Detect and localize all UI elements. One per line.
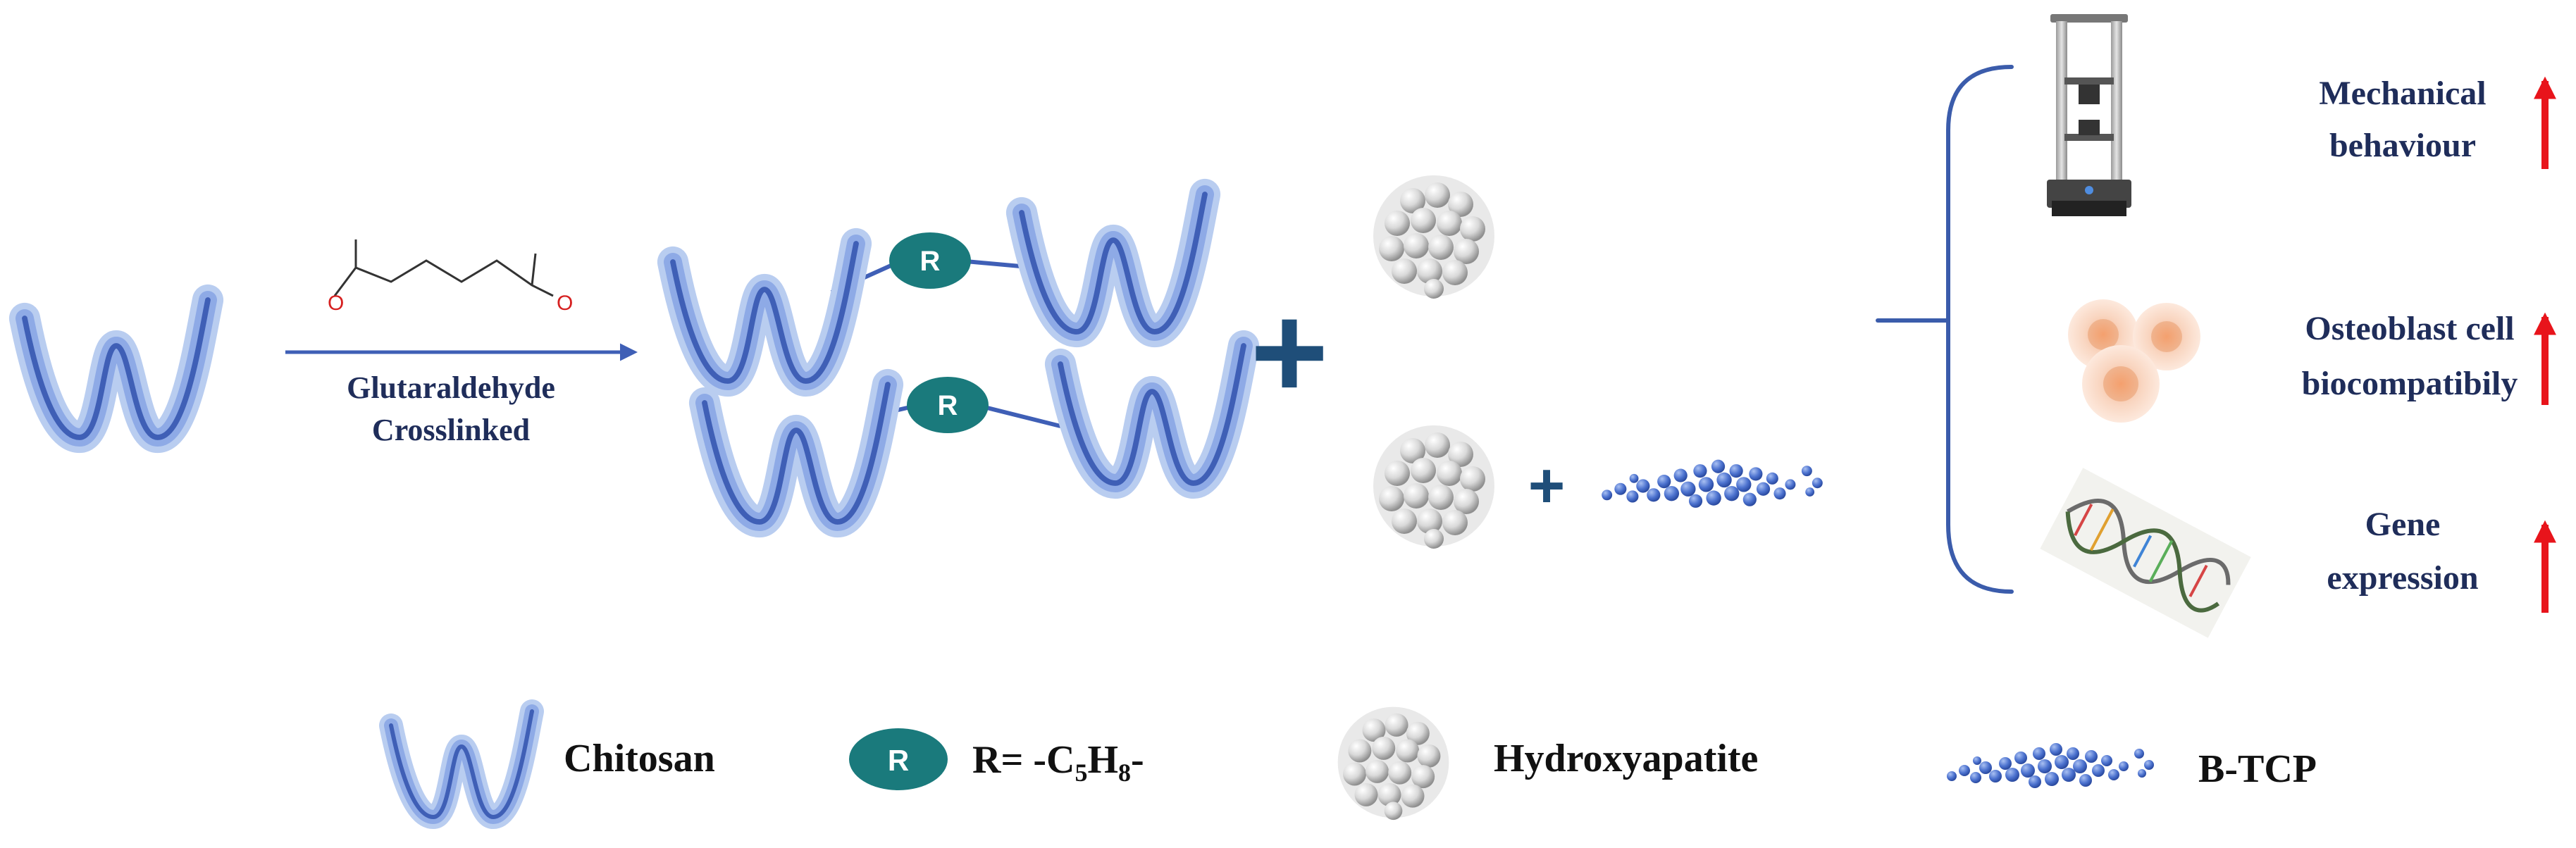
reagent-label-line1: Glutaraldehyde xyxy=(347,370,555,405)
chitosan-chain-bottom-left xyxy=(705,385,888,522)
reagent-label-line2: Crosslinked xyxy=(372,413,530,447)
legend-hydroxyapatite-label: Hydroxyapatite xyxy=(1494,737,1758,780)
chitosan-chain-top-left xyxy=(673,244,856,381)
glutaraldehyde-structure xyxy=(333,239,554,297)
crosslink-label-bottom: R xyxy=(938,390,958,421)
legend-chitosan-symbol xyxy=(391,711,532,817)
legend-chitosan-label: Chitosan xyxy=(564,737,715,780)
plus-sign-large: + xyxy=(1251,278,1329,427)
legend-r-definition: R= -C5H8- xyxy=(972,738,1144,787)
legend-r-symbol-label: R xyxy=(888,744,909,777)
legend-btcp-label: B-TCP xyxy=(2198,747,2317,791)
crosslink-node-top xyxy=(889,232,971,289)
crosslinked-network: R R xyxy=(673,194,1244,522)
cells-icon xyxy=(2068,299,2200,423)
chitosan-chain-bottom-right xyxy=(1060,346,1244,483)
crosslink-node-bottom xyxy=(907,377,989,433)
outcome-osteoblast-line1: Osteoblast cell xyxy=(2305,310,2514,347)
btcp-particles xyxy=(1602,459,1823,508)
outcome-osteoblast-line2: biocompatibily xyxy=(2302,365,2518,402)
chitosan-chain-top-right xyxy=(1022,194,1205,332)
testing-machine-icon xyxy=(2047,14,2131,216)
outcome-gene-line1: Gene xyxy=(2365,506,2441,543)
aldehyde-oxygen-right: O xyxy=(557,292,573,315)
outcome-mechanical-line2: behaviour xyxy=(2329,127,2476,164)
legend-r-symbol xyxy=(849,728,948,790)
hydroxyapatite-particle-bottom xyxy=(1373,425,1494,549)
aldehyde-oxygen-left: O xyxy=(328,292,344,315)
legend-btcp-symbol xyxy=(1947,743,2154,788)
legend-hydroxyapatite-symbol xyxy=(1337,706,1449,821)
outcome-mechanical-line1: Mechanical xyxy=(2319,75,2486,112)
chitosan-chain-start xyxy=(25,300,208,437)
plus-sign-small: + xyxy=(1528,451,1566,521)
dna-helix-icon xyxy=(2040,468,2251,638)
hydroxyapatite-particle-top xyxy=(1373,175,1494,299)
crosslink-label-top: R xyxy=(920,246,941,277)
outcome-bracket xyxy=(1876,65,2014,594)
outcome-gene-line2: expression xyxy=(2327,559,2478,597)
legend: Chitosan R R= -C5H8- Hydroxyapatite B-TC… xyxy=(391,707,2317,820)
